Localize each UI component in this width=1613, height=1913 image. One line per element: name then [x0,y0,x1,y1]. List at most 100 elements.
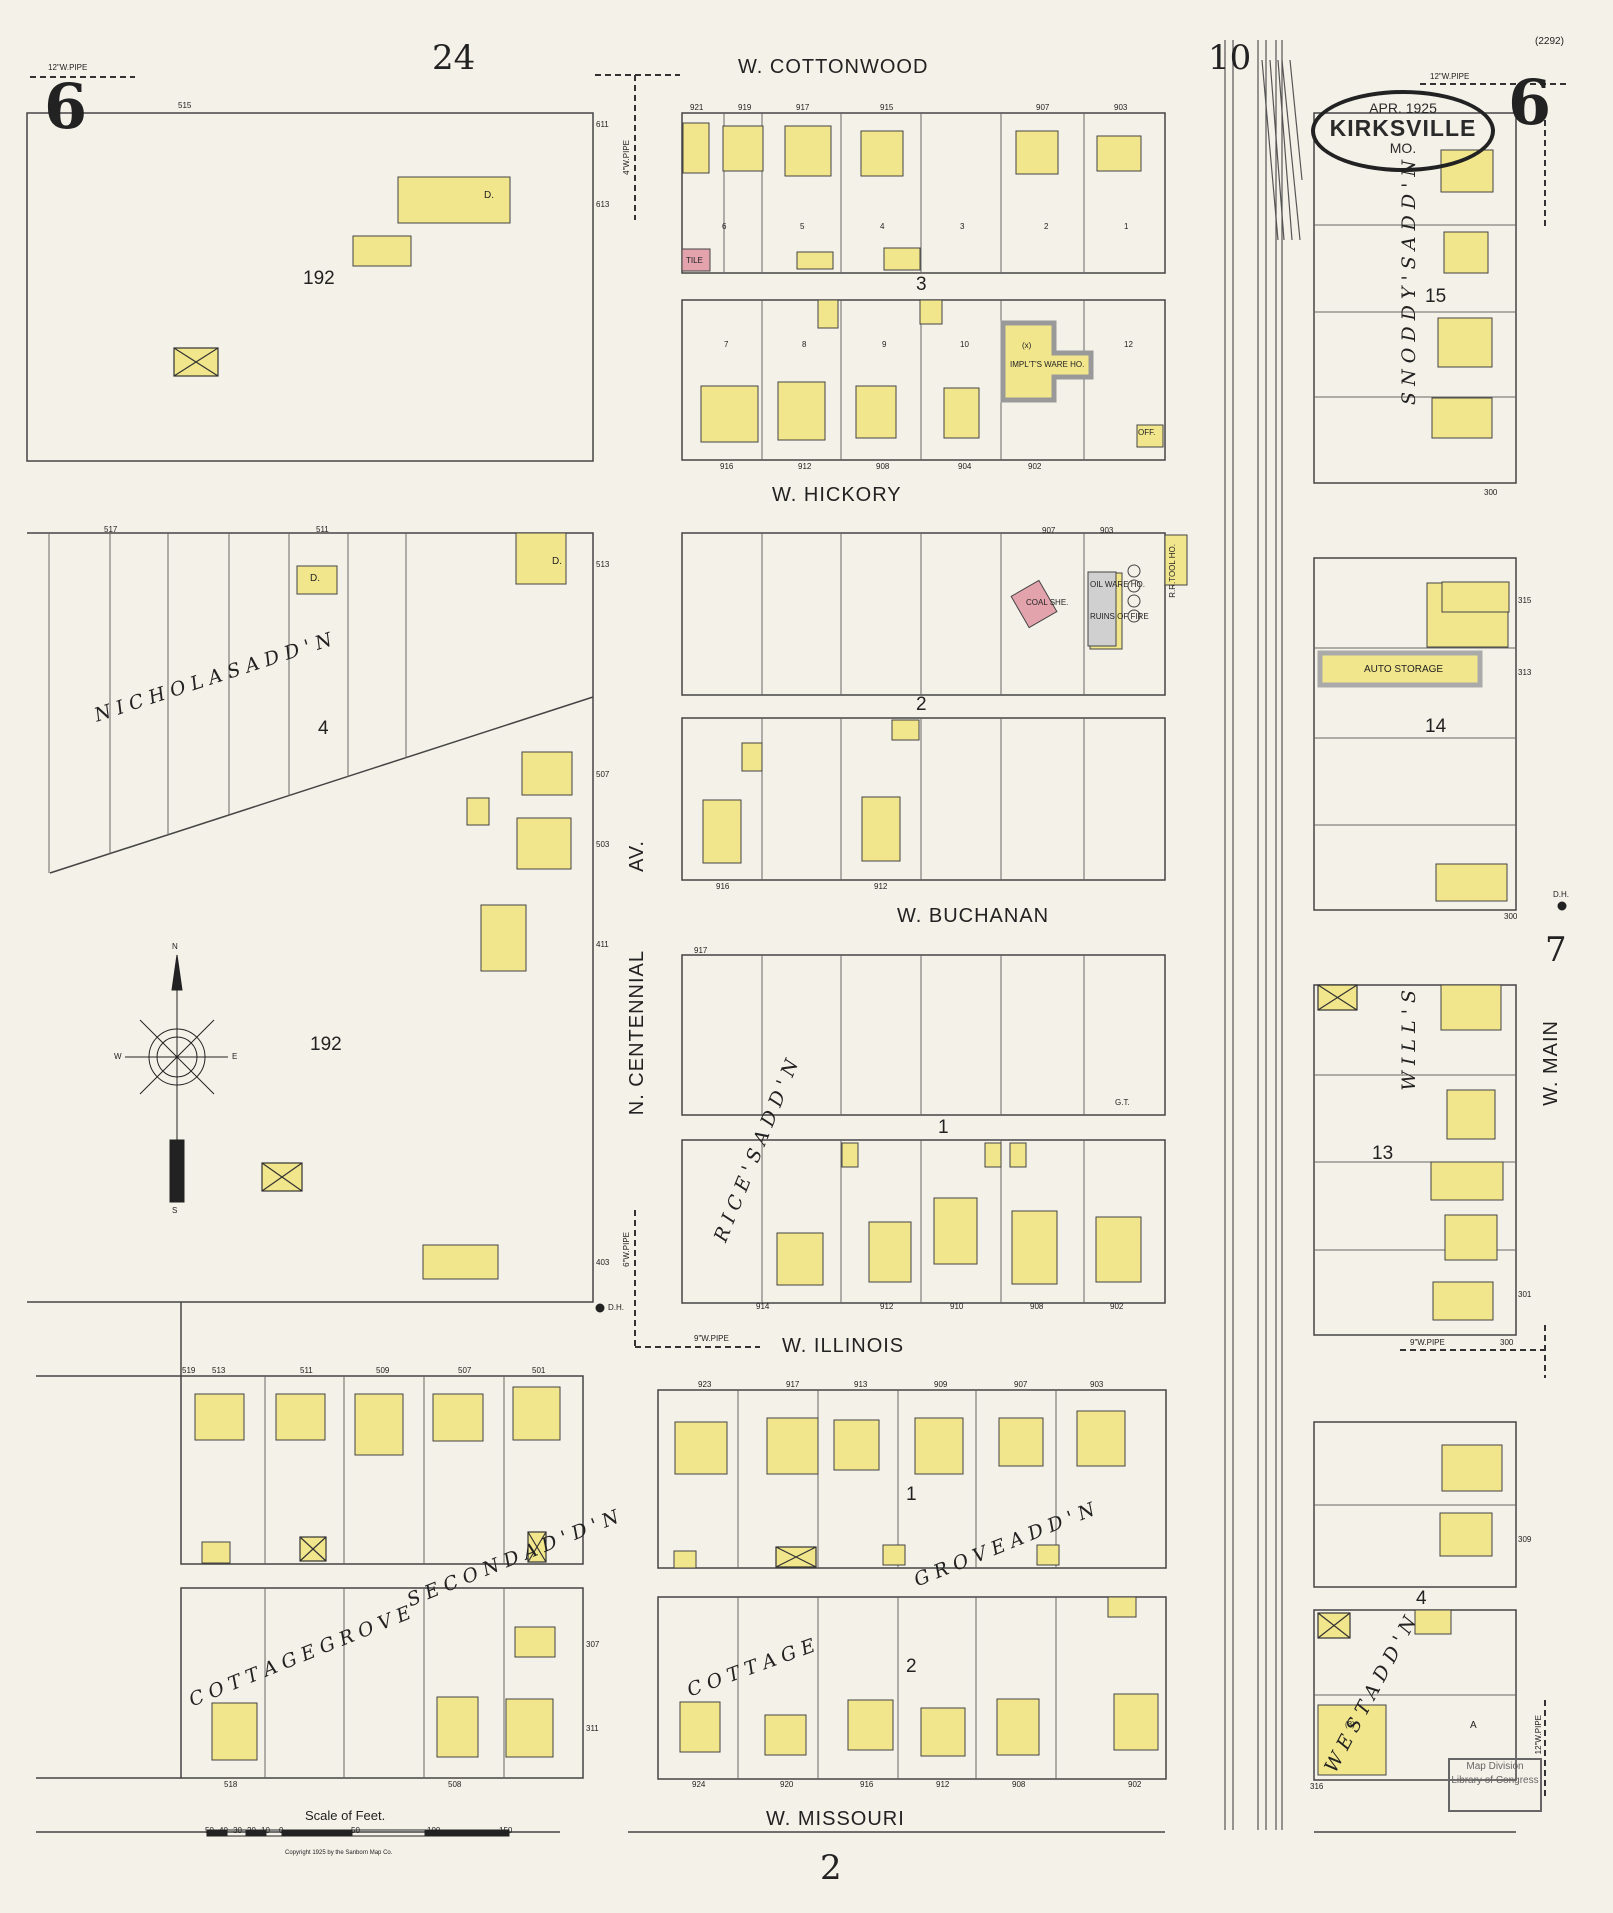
block-number: 3 [916,274,927,295]
scale-tick: 30 [233,1826,242,1835]
house-number: 307 [586,1640,600,1649]
house-number: 507 [596,770,610,779]
plate-reference: (2292) [1535,36,1564,47]
street-hickory: W. HICKORY [772,484,902,506]
house-number: 913 [854,1380,868,1389]
house-number: 501 [532,1366,546,1375]
adjacent-sheet-24: 24 [432,38,476,78]
house-number: 924 [692,1780,706,1789]
block-2-south [681,717,1166,881]
house-number: 507 [458,1366,472,1375]
house-number: 611 [596,120,609,129]
house-number: 902 [1128,1780,1142,1789]
street-buchanan: W. BUCHANAN [897,905,1050,927]
block-number: 2 [906,1656,917,1677]
house-number: 908 [876,462,890,471]
house-number: 313 [1518,668,1532,677]
block-number: 192 [310,1034,342,1055]
scale-tick: 0 [279,1826,284,1835]
house-number: 908 [1030,1302,1044,1311]
block-number: 15 [1425,286,1447,307]
house-number: 916 [720,462,734,471]
house-number: 912 [874,882,888,891]
rr-tool-house-label: R.R.TOOL HO. [1168,544,1177,598]
house-number: 908 [1012,1780,1026,1789]
house-number: 923 [698,1380,712,1389]
block-14 [1313,557,1517,911]
street-cottonwood: W. COTTONWOOD [738,56,929,78]
street-missouri: W. MISSOURI [766,1808,905,1830]
house-number: 300 [1484,488,1498,497]
pipe-label: 4"W.PIPE [622,140,631,175]
lot-number: 5 [800,222,805,231]
house-number: 515 [178,101,192,110]
house-number: 315 [1518,596,1532,605]
block-cottage-north [180,1375,584,1565]
house-number: 916 [716,882,730,891]
dwelling-label: D. [310,573,320,584]
block-number: 13 [1372,1143,1394,1164]
sheet-number-left: 6 [44,70,88,143]
coal-shed-label: COAL SHE. [1026,598,1069,607]
block-number: 1 [938,1117,949,1138]
addition-snoddy: S N O D D Y ' S A D D ' N [1398,160,1420,405]
house-number: 311 [586,1724,599,1733]
scale-bar [206,901,1567,1837]
scale-tick: 10 [261,1826,270,1835]
lot-number: 6 [722,222,727,231]
pipe-label: 12"W.PIPE [48,63,88,72]
tile-label: TILE [686,256,703,265]
house-number: 309 [1518,1535,1532,1544]
office-label: OFF. [1138,428,1156,437]
block-grove-south [657,1596,1167,1780]
lot-number: 7 [724,340,729,349]
house-number: 519 [182,1366,196,1375]
house-number: 411 [596,940,609,949]
street-main: W. MAIN [1540,1020,1562,1106]
house-number: 919 [738,103,752,112]
copyright: Copyright 1925 by the Sanborn Map Co. [285,1850,393,1856]
house-number: 513 [212,1366,226,1375]
house-number: 917 [694,946,708,955]
gt-label: G.T. [1115,1098,1130,1107]
house-number: 916 [860,1780,874,1789]
block-number: 192 [303,268,335,289]
ruins-label: RUINS OF FIRE [1090,612,1149,621]
dwelling-label: D. [552,556,562,567]
scale-tick: 50 [205,1826,214,1835]
lot-number: 2 [1044,222,1049,231]
library-stamp: Map Division Library of Congress [1448,1758,1542,1812]
block-number: 14 [1425,716,1447,737]
house-number: 907 [1014,1380,1028,1389]
street-illinois: W. ILLINOIS [782,1335,905,1357]
house-number: 301 [1518,1290,1532,1299]
stamp-date: APR. 1925 [1369,100,1437,116]
street-centennial: N. CENTENNIAL [626,950,648,1116]
house-number: 907 [1036,103,1050,112]
pipe-label: 9"W.PIPE [694,1334,729,1343]
block-1-north [681,954,1166,1116]
compass-n: N [172,942,178,951]
dh-label: D.H. [1553,890,1569,899]
auto-label: A [1470,1720,1477,1731]
house-number: 903 [1100,526,1114,535]
house-number: 509 [376,1366,390,1375]
adjacent-sheet-2: 2 [820,1848,842,1888]
house-number: 907 [1042,526,1056,535]
lot-number: 9 [882,340,887,349]
pipe-label: 9"W.PIPE [1410,1338,1445,1347]
lot-number: 3 [960,222,965,231]
house-number: 503 [596,840,610,849]
dwelling-label: D. [484,190,494,201]
house-number: 300 [1504,912,1518,921]
house-number: 917 [796,103,810,112]
auto-storage-label: AUTO STORAGE [1364,664,1444,675]
scale-title: Scale of Feet. [305,1808,386,1823]
scale-tick: 20 [247,1826,256,1835]
block-number: 2 [916,694,927,715]
lot-number: 1 [1124,222,1129,231]
block-cottage-south [180,1587,584,1779]
house-number: 902 [1110,1302,1124,1311]
lot-number: 12 [1124,340,1133,349]
dh-label: D.H. [608,1303,624,1312]
